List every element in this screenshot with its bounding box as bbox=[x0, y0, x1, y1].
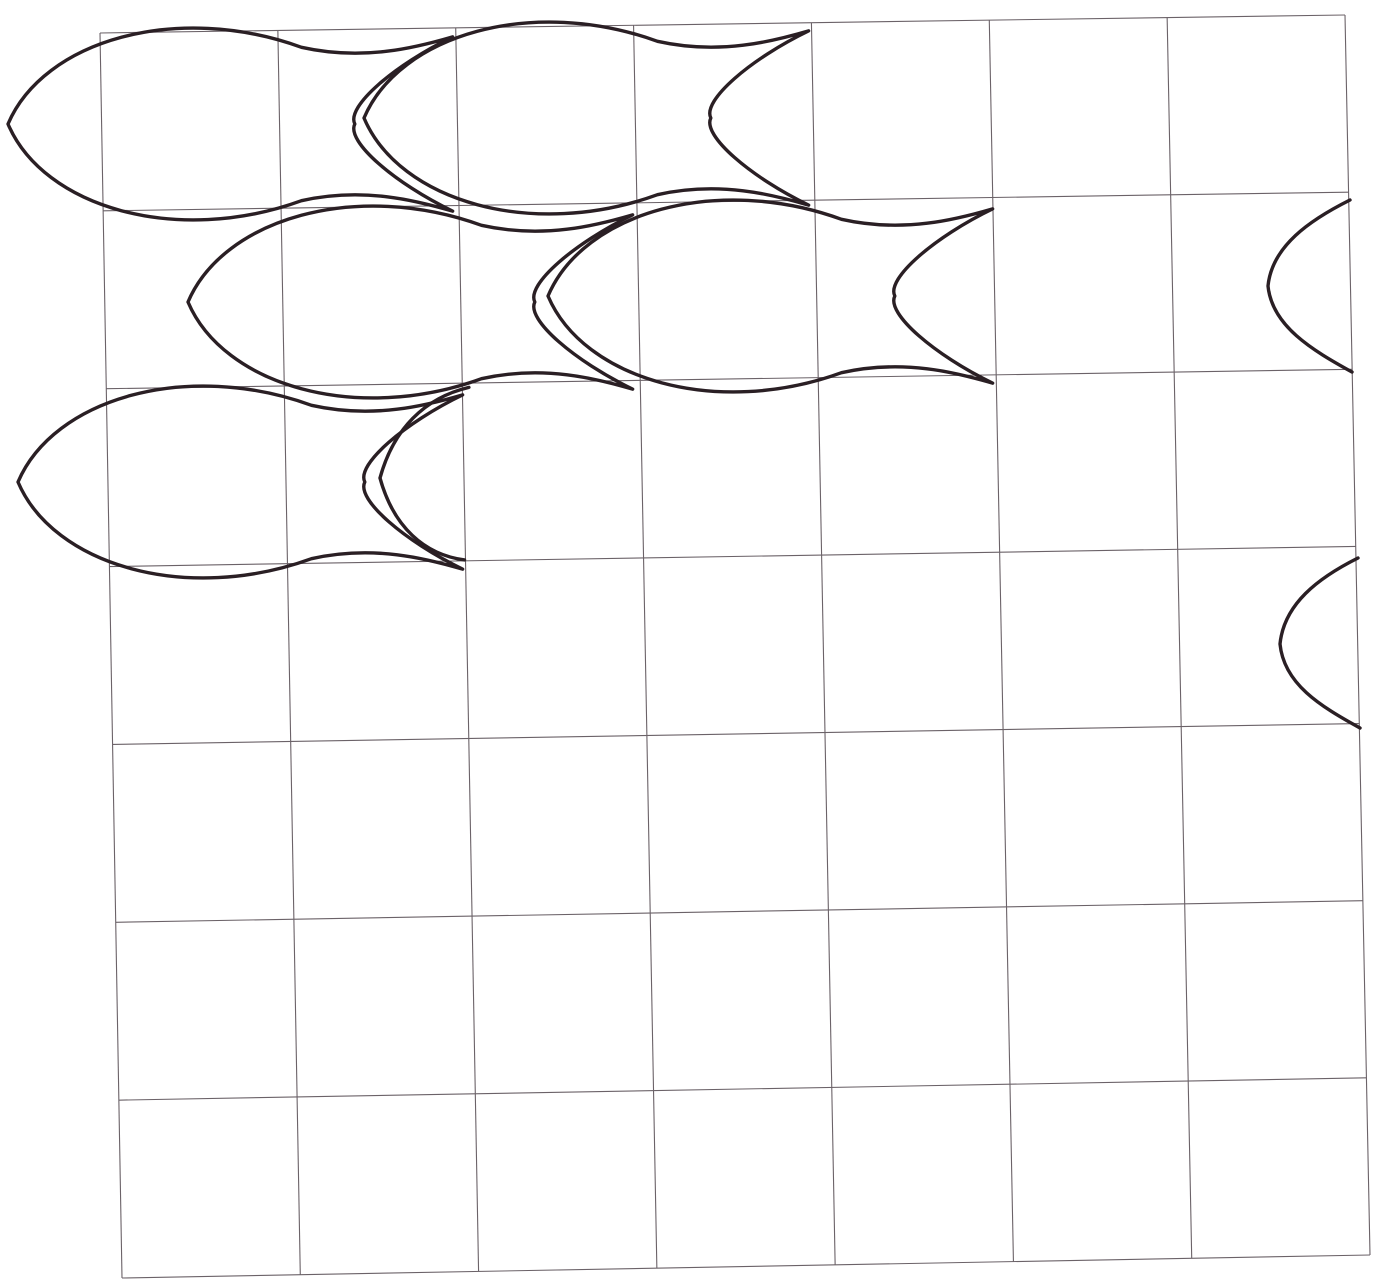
fish-tessellation bbox=[8, 22, 1360, 728]
grid-horizontal-line bbox=[119, 1078, 1367, 1100]
grid-vertical-line bbox=[989, 20, 1013, 1261]
grid-vertical-line bbox=[456, 28, 479, 1272]
fish-shape bbox=[188, 206, 633, 398]
fish-shape bbox=[548, 200, 993, 392]
grid-vertical-line bbox=[1167, 18, 1192, 1259]
partial-fish-tail bbox=[1268, 200, 1352, 372]
grid-vertical-line bbox=[100, 33, 122, 1278]
fish-shape bbox=[380, 387, 469, 560]
fish-shape bbox=[18, 386, 463, 578]
fish-shape bbox=[8, 28, 453, 220]
grid-horizontal-line bbox=[116, 901, 1363, 923]
fish-shape bbox=[364, 22, 809, 214]
grid-vertical-line bbox=[811, 23, 835, 1265]
grid-horizontal-line bbox=[113, 724, 1360, 745]
grid-horizontal-line bbox=[122, 1255, 1370, 1278]
grid-horizontal-line bbox=[100, 15, 1345, 33]
partial-fish-tail bbox=[1280, 558, 1360, 728]
